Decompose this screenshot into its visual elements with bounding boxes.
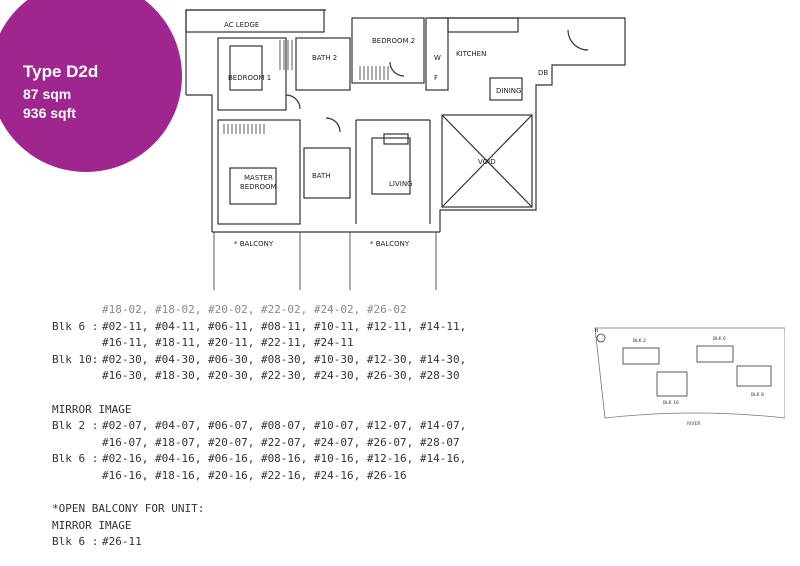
blk10-row1: Blk 10: #02-30, #04-30, #06-30, #08-30, … — [52, 352, 467, 366]
label-dining: DINING — [496, 87, 521, 95]
label-balcony-right: * BALCONY — [370, 240, 410, 248]
compass-label: N — [595, 328, 598, 334]
bedroom1-outline — [217, 37, 287, 111]
void-cross — [441, 114, 533, 208]
unit-type-title: Type D2d — [23, 62, 99, 81]
door-swing-master — [325, 117, 341, 133]
mirror-blk2-row1: Blk 2 : #02-07, #04-07, #06-07, #08-07, … — [52, 419, 467, 433]
floor-plan: AC LEDGE BEDROOM 1 BEDROOM 2 BATH 2 KITC… — [185, 9, 626, 290]
kitchen-counter — [447, 17, 519, 33]
site-blk10 — [656, 371, 688, 397]
site-label-blk8: BLK 8 — [751, 392, 764, 398]
living-armchair — [383, 133, 409, 145]
mirror-blk6-row1: Blk 6 : #02-16, #04-16, #06-16, #08-16, … — [52, 452, 467, 466]
living-partition — [355, 119, 431, 224]
open-balcony-title: *OPEN BALCONY FOR UNIT: — [52, 502, 205, 516]
dining-table — [489, 77, 523, 101]
label-kitchen: KITCHEN — [456, 50, 486, 58]
wardrobe-hatching — [223, 40, 389, 134]
door-swing-bedroom2 — [389, 61, 405, 77]
door-swing-bedroom1 — [285, 94, 301, 110]
site-label-blk6: BLK 6 — [713, 336, 726, 342]
void-outline — [441, 114, 533, 208]
label-void: VOID — [478, 158, 496, 166]
label-db: DB — [538, 69, 548, 77]
mirror-blk2-row2: #16-07, #18-07, #20-07, #22-07, #24-07, … — [102, 435, 460, 449]
label-living: LIVING — [389, 180, 412, 188]
open-balcony-mirror: MIRROR IMAGE — [52, 518, 132, 532]
site-label-river: RIVER — [687, 421, 701, 427]
label-balcony-left: * BALCONY — [234, 240, 274, 248]
site-boundary — [594, 327, 785, 419]
bath-outline — [303, 147, 351, 199]
unit-area-sqm: 87 sqm — [23, 86, 72, 102]
master-bed — [229, 167, 277, 205]
site-blk2 — [622, 347, 660, 365]
label-master-line1: MASTER — [244, 174, 273, 182]
blk6-row1: Blk 6 : #02-11, #04-11, #06-11, #08-11, … — [52, 319, 467, 333]
open-balcony-blk6: Blk 6 : #26-11 — [52, 535, 142, 549]
unit-area-sqft: 936 sqft — [23, 105, 76, 121]
balcony-lines — [213, 232, 437, 290]
site-blk8 — [736, 365, 772, 387]
bedroom1-bed — [229, 45, 263, 91]
label-bath: BATH — [312, 172, 331, 180]
living-sofa — [371, 137, 411, 195]
door-swing-entrance — [567, 29, 589, 51]
mirror-image-title: MIRROR IMAGE — [52, 402, 132, 416]
label-fridge: F — [434, 74, 438, 82]
label-washer: W — [434, 54, 441, 62]
bedroom2-outline — [351, 17, 425, 84]
site-label-blk2: BLK 2 — [633, 338, 646, 344]
master-bedroom-outline — [217, 119, 301, 225]
unit-type-badge: Type D2d 87 sqm 936 sqft — [0, 0, 182, 172]
unit-list-partial-top: #18-02, #18-02, #20-02, #22-02, #24-02, … — [102, 303, 407, 316]
compass-icon — [596, 333, 606, 343]
mirror-blk6-row2: #16-16, #18-16, #20-16, #22-16, #24-16, … — [102, 468, 407, 482]
label-ac-ledge: AC LEDGE — [224, 21, 259, 29]
site-label-blk10: BLK 10 — [663, 400, 679, 406]
unit-list: #18-02, #18-02, #20-02, #22-02, #24-02, … — [52, 302, 466, 551]
label-master-line2: BEDROOM — [240, 183, 277, 191]
bath2-outline — [295, 37, 351, 91]
label-bedroom1: BEDROOM 1 — [228, 74, 271, 82]
blk6-row2: #16-11, #18-11, #20-11, #22-11, #24-11 — [102, 336, 354, 350]
kitchen-column — [425, 17, 449, 91]
blk10-row2: #16-30, #18-30, #20-30, #22-30, #24-30, … — [102, 369, 460, 383]
ac-ledge-outline — [185, 9, 325, 33]
site-key-plan: N BLK 2 BLK 6 BLK 10 BLK 8 RIVER — [594, 327, 785, 427]
label-bedroom2: BEDROOM 2 — [372, 37, 415, 45]
site-blk6 — [696, 345, 734, 363]
label-bath2: BATH 2 — [312, 54, 337, 62]
